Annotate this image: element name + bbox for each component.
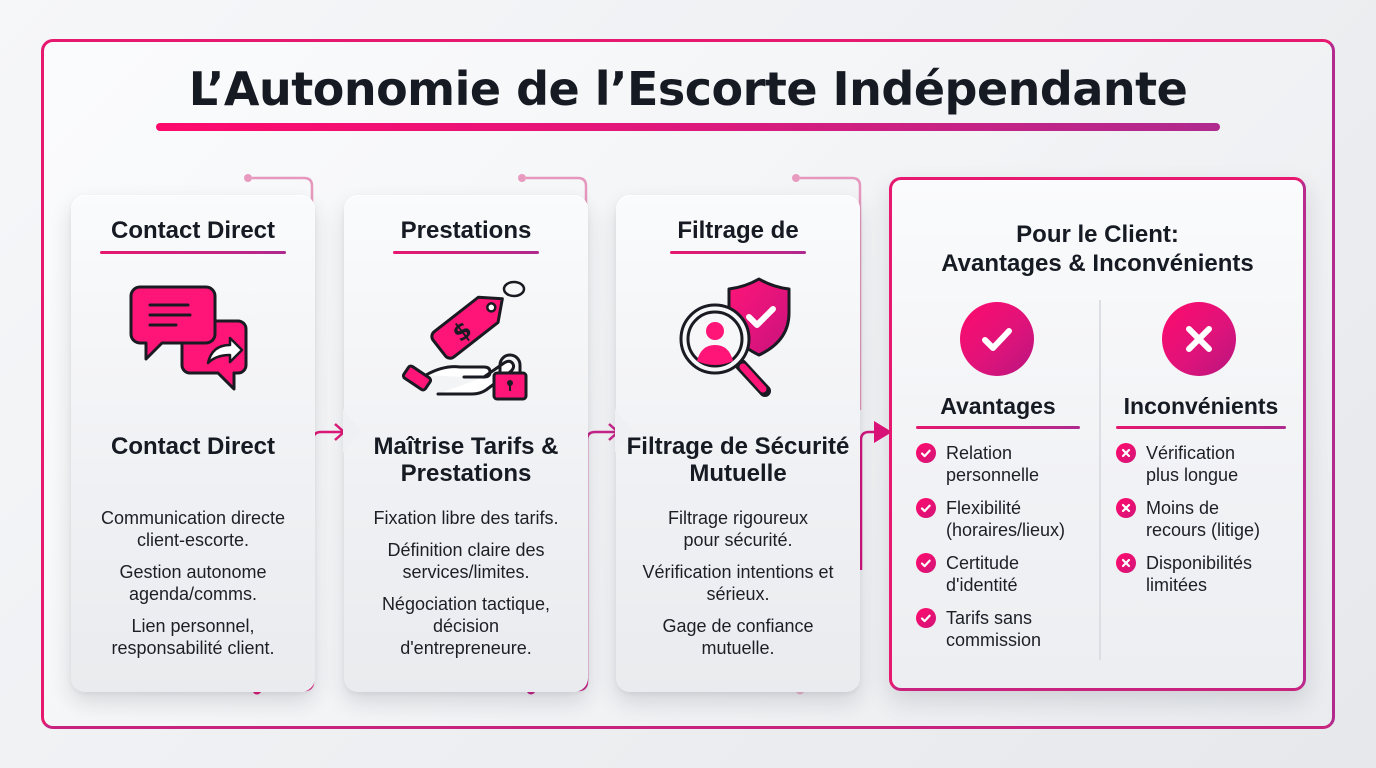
heading-underline [1116,426,1286,429]
heading-underline [100,251,286,254]
check-icon [916,498,936,518]
list-item: Flexibilité (horaires/lieux) [916,497,1096,541]
card-points: Communication directe client-escorte. Ge… [100,508,286,658]
list-item: Disponibilités limitées [1116,552,1296,596]
page-title: L’Autonomie de l’Escorte Indépendante [188,62,1188,116]
card-heading: Prestations [344,217,588,254]
card-contact-direct: Contact Direct Contact Direct Communicat… [71,195,315,692]
heading-underline [393,251,539,254]
card-filtrage: Filtrage de Filtrage de Sécurité Mutuell… [616,195,860,692]
magnifier-user-shield-check-icon [616,277,860,407]
card-subtitle: Contact Direct [110,433,276,460]
check-circle-icon [960,302,1034,376]
card-prestations: Prestations $ Maîtrise Tarifs & Prestati… [344,195,588,692]
list-item: Relation personnelle [916,442,1096,486]
column-divider [1099,300,1101,660]
chat-bubbles-forward-icon [71,277,315,407]
list-item: Tarifs sans commission [916,607,1096,651]
list-item: Certitude d'identité [916,552,1096,596]
x-circle-icon [1162,302,1236,376]
card-heading: Filtrage de [616,217,860,254]
panel-title: Pour le Client: Avantages & Inconvénient… [941,221,1254,277]
list-item: Moins de recours (litige) [1116,497,1296,541]
check-icon [916,553,936,573]
heading-underline [670,251,806,254]
card-subtitle: Maîtrise Tarifs & Prestations [373,433,559,487]
check-icon [916,608,936,628]
card-points: Fixation libre des tarifs. Définition cl… [373,508,559,658]
pros-heading: Avantages [916,393,1080,429]
pros-list: Relation personnelle Flexibilité (horair… [916,442,1096,662]
x-icon [1116,443,1136,463]
client-pros-cons-panel: Pour le Client: Avantages & Inconvénient… [889,177,1306,691]
x-icon [1116,553,1136,573]
heading-underline [916,426,1080,429]
check-icon [916,443,936,463]
card-points: Filtrage rigoureux pour sécurité. Vérifi… [642,508,834,658]
cons-heading: Inconvénients [1116,393,1286,429]
cons-list: Vérification plus longue Moins de recour… [1116,442,1296,607]
card-heading: Contact Direct [71,217,315,254]
x-icon [1116,498,1136,518]
card-subtitle: Filtrage de Sécurité Mutuelle [626,433,850,487]
list-item: Vérification plus longue [1116,442,1296,486]
price-tag-hand-lock-icon: $ [344,277,588,407]
title-underline [156,123,1220,131]
